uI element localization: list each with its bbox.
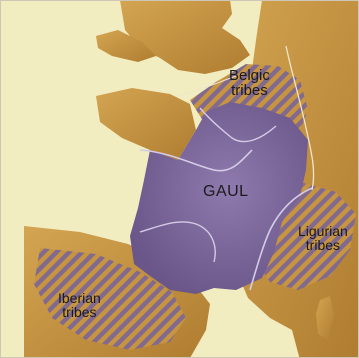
river-seine (199, 107, 277, 143)
britain-landmass (120, 0, 250, 74)
river-garonne (139, 221, 216, 263)
coastline-north (175, 75, 237, 97)
iberian-tribes-region (34, 248, 186, 350)
river-loire (139, 149, 253, 172)
river-rhone (249, 187, 313, 291)
corsica-island (316, 296, 334, 340)
cornwall-landmass (96, 30, 156, 62)
river-rhine (285, 45, 315, 191)
brittany-landmass (96, 88, 196, 160)
